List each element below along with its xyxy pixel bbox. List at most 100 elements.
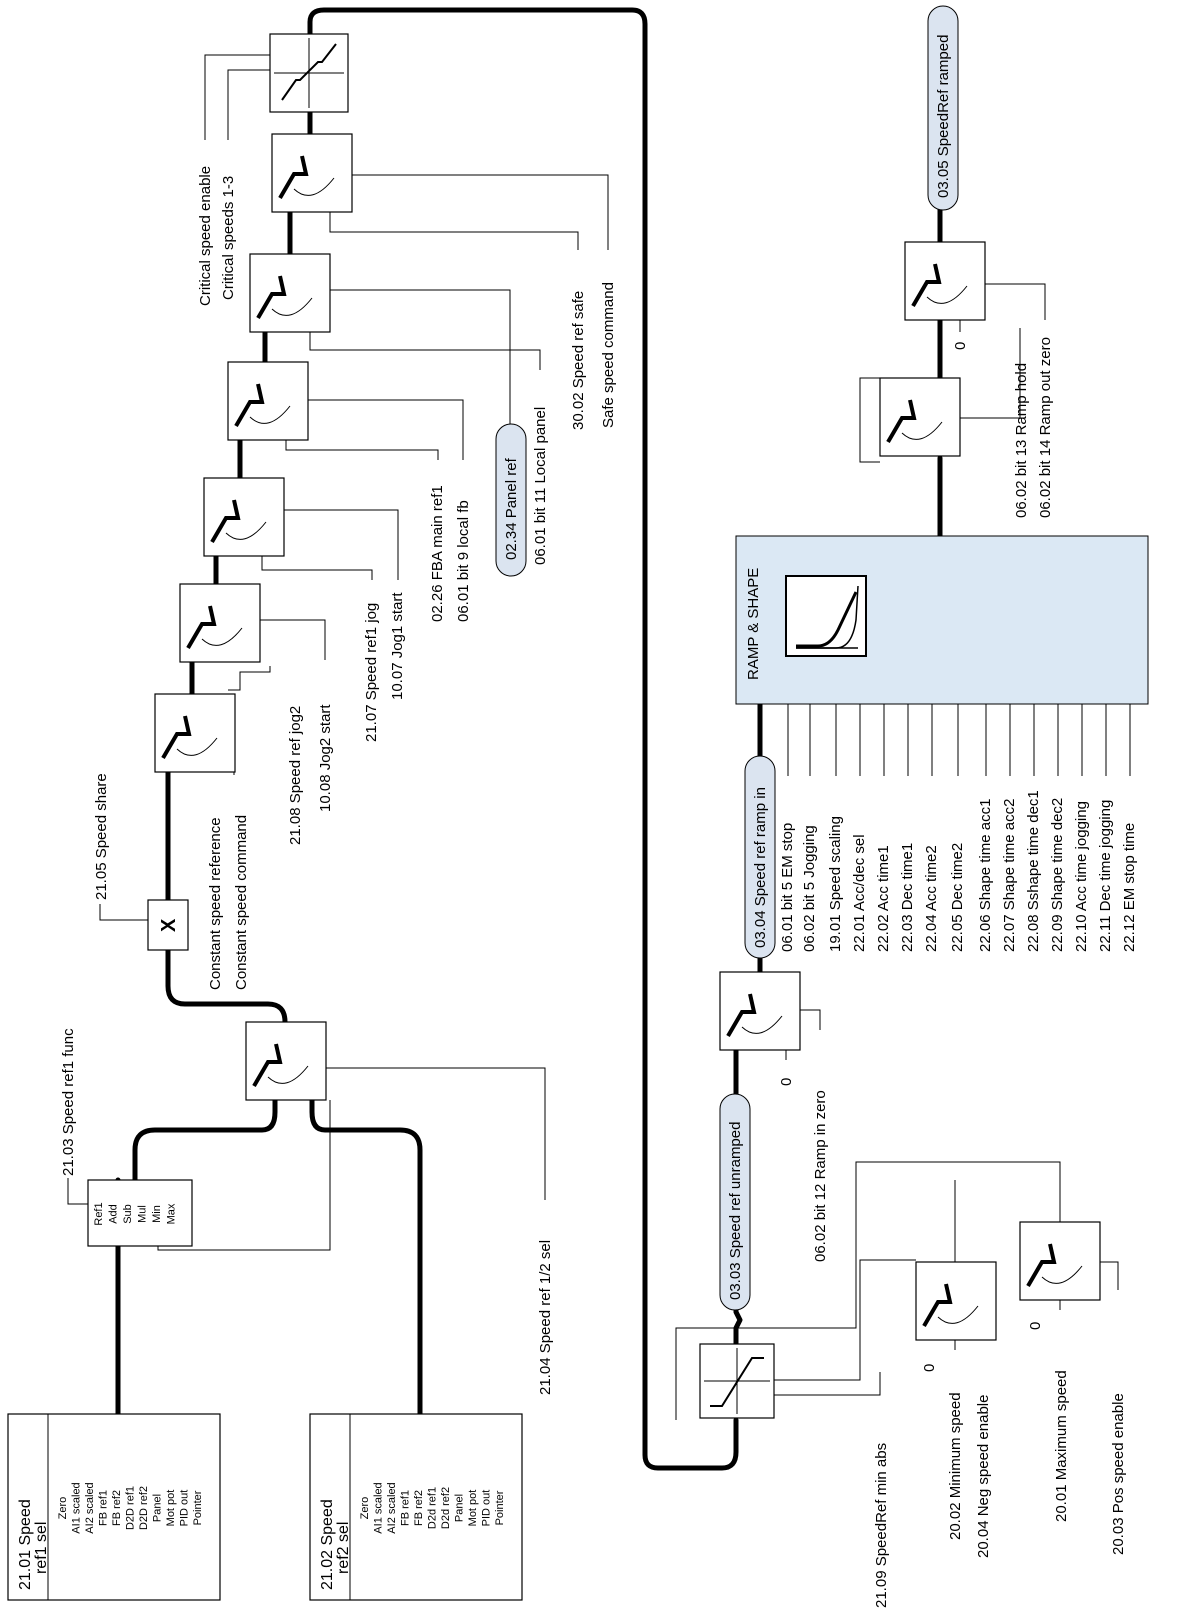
- ramp-shape-input-14: 22.12 EM stop time: [1121, 823, 1138, 952]
- speed-ref1-func-option-5: Max: [166, 1203, 178, 1224]
- speed-ref2-sel-option-8: Mot pot: [467, 1490, 479, 1527]
- ramp-shape-input-2: 19.01 Speed scaling: [827, 816, 844, 952]
- speed-ref1-sel-option-0: Zero: [57, 1497, 69, 1520]
- ramp-shape-inputs: 06.01 bit 5 EM stop 06.02 bit 5 Jogging 19…: [779, 790, 1138, 952]
- speed-ref-ramp-in-pill-text: 03.04 Speed ref ramp in: [752, 787, 769, 948]
- ramp-out-zero-label: 06.02 bit 14 Ramp out zero: [1037, 337, 1054, 518]
- speed-ref-unramped-pill-text: 03.03 Speed ref unramped: [727, 1122, 744, 1300]
- jog2-start-label: 10.08 Jog2 start: [317, 704, 334, 812]
- ramp-shape-input-4: 22.02 Acc time1: [875, 845, 892, 952]
- safe-speed-switch: [270, 132, 354, 214]
- maximum-speed-switch: [1018, 1220, 1102, 1302]
- minimum-speed-switch: [914, 1260, 998, 1342]
- speed-ref1-sel-option-7: Panel: [152, 1494, 164, 1522]
- speed-ref1-func-option-2: Sub: [122, 1204, 134, 1224]
- zero-label-a: 0: [778, 1078, 795, 1086]
- multiply-block: [147, 899, 189, 951]
- neg-speed-enable-label: 20.04 Neg speed enable: [975, 1395, 992, 1558]
- speed-ref-12-sel-label: 21.04 Speed ref 1/2 sel: [537, 1240, 554, 1395]
- speed-ref1-func-option-0: Ref1: [93, 1202, 105, 1225]
- panel-ref-switch: [248, 252, 332, 334]
- speed-ref1-sel-option-10: Pointer: [192, 1490, 204, 1525]
- zero-label-d: 0: [952, 342, 969, 350]
- speed-ref2-sel-option-1: AI1 scaled: [373, 1482, 385, 1533]
- signal-line-func: [132, 1097, 278, 1183]
- speed-ref1-sel-block: [7, 1413, 221, 1601]
- ramp-shape-input-5: 22.03 Dec time1: [899, 843, 916, 952]
- speed-ref1-sel-option-4: FB ref2: [111, 1490, 123, 1526]
- fba-main-ref1-label: 02.26 FBA main ref1: [429, 485, 446, 622]
- speed-ref2-sel-option-4: FB ref2: [413, 1490, 425, 1526]
- speed-ref2-sel-title-2: ref2 sel: [335, 1522, 352, 1574]
- local-panel-label: 06.01 bit 11 Local panel: [532, 407, 549, 565]
- fba-main-ref-switch: [226, 360, 310, 442]
- speed-ref1-jog-label: 21.07 Speed ref1 jog: [363, 603, 380, 742]
- speedref-ramped-pill: [927, 5, 959, 211]
- panel-ref-pill-text: 02.34 Panel ref: [503, 457, 520, 560]
- ramp-out-zero-switch: [903, 240, 987, 322]
- ramp-shape-input-1: 06.02 bit 5 Jogging: [801, 825, 818, 952]
- local-fb-label: 06.01 bit 9 local fb: [455, 500, 472, 622]
- speed-ref1-func-option-3: Mul: [137, 1205, 149, 1223]
- speed-ref1-func-option-1: Add: [108, 1204, 120, 1224]
- ramp-shape-title: RAMP & SHAPE: [745, 568, 762, 680]
- speed-ref2-sel-block: [309, 1413, 523, 1601]
- ramp-shape-input-11: 22.09 Shape time dec2: [1049, 798, 1066, 952]
- ramp-shape-input-13: 22.11 Dec time jogging: [1097, 800, 1114, 952]
- speed-ref-safe-label: 30.02 Speed ref safe: [570, 291, 587, 430]
- speed-ref1-func-option-4: Min: [151, 1205, 163, 1223]
- ramp-shape-input-3: 22.01 Acc/dec sel: [851, 834, 868, 952]
- speed-ref1-sel-option-1: AI1 scaled: [71, 1482, 83, 1533]
- speed-ref2-sel-option-2: AI2 scaled: [386, 1482, 398, 1533]
- speed-ref2-sel-option-6: D2d ref2: [440, 1487, 452, 1529]
- speed-ref2-sel-title-1: 21.02 Speed: [319, 1499, 336, 1590]
- ramp-shape-icon: [785, 575, 867, 657]
- signal-line-to-multiply: [165, 947, 288, 1025]
- speed-ref1-func-block: [87, 1179, 193, 1247]
- minimum-speed-label: 20.02 Minimum speed: [947, 1392, 964, 1540]
- jog1-start-label: 10.07 Jog1 start: [389, 592, 406, 700]
- zero-label-b: 0: [921, 1364, 938, 1372]
- speed-ref1-sel-title-2: ref1 sel: [33, 1522, 50, 1574]
- speed-ref1-sel-title-1: 21.01 Speed: [17, 1499, 34, 1590]
- ramp-shape-input-10: 22.08 Sshape time dec1: [1025, 790, 1042, 952]
- ramp-shape-input-12: 22.10 Acc time jogging: [1073, 801, 1090, 952]
- speed-share-label: 21.05 Speed share: [93, 773, 110, 900]
- speed-ref2-sel-option-9: PID out: [481, 1490, 493, 1527]
- speed-ref1-sel-option-3: FB ref1: [98, 1490, 110, 1526]
- constant-speed-command-label: Constant speed command: [233, 815, 250, 990]
- signal-line-crossover: [307, 7, 739, 1471]
- ramp-shape-input-6: 22.04 Acc time2: [923, 845, 940, 952]
- speed-ref2-sel-option-10: Pointer: [494, 1490, 506, 1525]
- speed-ref-ramp-in-pill: [744, 755, 776, 959]
- speed-ref1-func-label: 21.03 Speed ref1 func: [60, 1028, 77, 1176]
- speed-ref1-sel-option-2: AI2 scaled: [84, 1482, 96, 1533]
- critical-speed-block: [269, 33, 349, 113]
- speed-ref-unramped-pill: [719, 1093, 751, 1311]
- ref12-select-switch: [244, 1020, 328, 1102]
- ramp-shape-input-0: 06.01 bit 5 EM stop: [779, 823, 796, 952]
- speed-ref2-sel-option-7: Panel: [454, 1494, 466, 1522]
- constant-speed-switch: [153, 692, 237, 774]
- speed-ref-jog2-label: 21.08 Speed ref jog2: [287, 706, 304, 845]
- maximum-speed-label: 20.01 Maximum speed: [1053, 1370, 1070, 1522]
- ramp-shape-input-8: 22.06 Shape time acc1: [977, 799, 994, 952]
- speed-ref2-sel-option-5: D2d ref1: [427, 1487, 439, 1529]
- critical-speeds-label: Critical speeds 1-3: [220, 176, 237, 300]
- safe-speed-command-label: Safe speed command: [600, 282, 617, 428]
- speed-ref2-sel-option-3: FB ref1: [400, 1490, 412, 1526]
- multiply-symbol: X: [158, 918, 180, 932]
- jog2-switch: [178, 582, 262, 664]
- speed-ref1-sel-option-5: D2D ref1: [125, 1486, 137, 1530]
- speed-ref1-sel-option-6: D2D ref2: [138, 1486, 150, 1530]
- jog1-switch: [202, 476, 286, 558]
- speed-ref1-sel-option-8: Mot pot: [165, 1490, 177, 1527]
- speed-ref2-sel-option-0: Zero: [359, 1497, 371, 1520]
- speedref-ramped-pill-text: 03.05 SpeedRef ramped: [935, 35, 952, 198]
- ramp-hold-label: 06.02 bit 13 Ramp hold: [1013, 363, 1030, 518]
- ramp-shape-input-9: 22.07 Shape time acc2: [1001, 799, 1018, 952]
